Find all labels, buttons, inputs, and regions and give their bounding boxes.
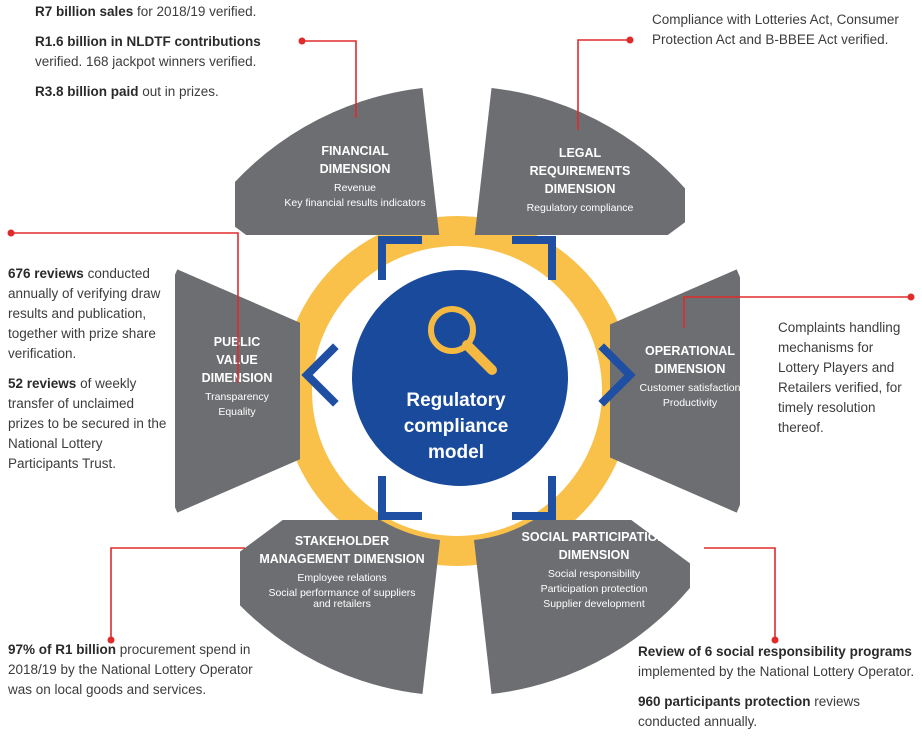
segment-social-title-1: DIMENSION bbox=[559, 548, 630, 562]
note-financial-paragraph: R7 billion sales for 2018/19 verified. bbox=[35, 2, 310, 22]
note-social-bold: Review of 6 social responsibility progra… bbox=[638, 644, 912, 659]
segment-legal-sub-0: Regulatory compliance bbox=[527, 202, 634, 214]
segment-social-title-0: SOCIAL PARTICIPATION bbox=[522, 530, 667, 544]
note-public-bold: 676 reviews bbox=[8, 266, 84, 281]
callout-public bbox=[11, 232, 239, 383]
note-financial-text: verified. 168 jackpot winners verified. bbox=[35, 54, 257, 69]
note-financial-bold: R3.8 billion paid bbox=[35, 84, 139, 99]
segment-operational-sub-0: Customer satisfaction bbox=[640, 382, 741, 394]
segment-public-title-1: VALUE bbox=[216, 353, 257, 367]
segment-legal-title-2: DIMENSION bbox=[545, 182, 616, 196]
bracket-group bbox=[301, 236, 636, 520]
note-financial-text: for 2018/19 verified. bbox=[133, 4, 257, 19]
segment-operational-title-1: DIMENSION bbox=[655, 362, 726, 376]
note-stakeholder-text: procurement spend in 2018/19 by the Nati… bbox=[8, 642, 253, 697]
callout-stakeholder bbox=[110, 547, 245, 640]
segment-financial-title-1: DIMENSION bbox=[320, 162, 391, 176]
bracket-top-left bbox=[378, 236, 422, 280]
chevron-left-icon bbox=[301, 343, 339, 407]
segment-operational-sub-1: Productivity bbox=[663, 397, 718, 409]
note-social-paragraph: Review of 6 social responsibility progra… bbox=[638, 642, 918, 682]
segment-financial-sub-0: Revenue bbox=[334, 182, 376, 194]
segment-social bbox=[473, 520, 690, 695]
segment-stakeholder-sub-2: and retailers bbox=[313, 598, 371, 610]
segment-public bbox=[175, 269, 300, 513]
center-label-line-2: compliance bbox=[404, 416, 509, 437]
callout-social bbox=[704, 547, 776, 640]
note-legal-paragraph: Compliance with Lotteries Act, Consumer … bbox=[652, 10, 912, 50]
note-social: Review of 6 social responsibility progra… bbox=[638, 642, 918, 742]
segment-social-sub-1: Participation protection bbox=[541, 583, 648, 595]
note-financial-paragraph: R1.6 billion in NLDTF contributions veri… bbox=[35, 32, 310, 72]
center-label-line-1: Regulatory bbox=[406, 390, 506, 411]
segment-financial-title-0: FINANCIAL bbox=[321, 144, 389, 158]
center-circle bbox=[352, 270, 568, 486]
note-social-bold: 960 participants protection bbox=[638, 694, 811, 709]
segment-stakeholder-title-0: STAKEHOLDER bbox=[295, 534, 389, 548]
chevron-right-icon bbox=[598, 343, 636, 407]
segment-legal-title-0: LEGAL bbox=[559, 146, 602, 160]
note-financial: R7 billion sales for 2018/19 verified. R1… bbox=[35, 2, 310, 112]
segment-operational bbox=[610, 269, 740, 513]
segment-public-sub-0: Transparency bbox=[205, 391, 270, 403]
note-social-text: reviews conducted annually. bbox=[638, 694, 861, 729]
callout-legal bbox=[577, 39, 630, 130]
bracket-top-right bbox=[512, 236, 556, 280]
magnifier-icon bbox=[428, 306, 497, 375]
note-social-paragraph: 960 participants protection reviews cond… bbox=[638, 692, 918, 732]
segment-public-sub-1: Equality bbox=[218, 406, 256, 418]
segment-legal-title-1: REQUIREMENTS bbox=[530, 164, 631, 178]
note-public-text: conducted annually of verifying draw res… bbox=[8, 266, 161, 361]
segment-financial bbox=[235, 87, 441, 235]
segment-stakeholder bbox=[240, 520, 441, 695]
note-public-text: of weekly transfer of unclaimed prizes t… bbox=[8, 376, 167, 471]
bracket-bottom-left bbox=[378, 476, 422, 520]
callout-financial bbox=[302, 40, 357, 118]
note-financial-paragraph: R3.8 billion paid out in prizes. bbox=[35, 82, 310, 102]
segment-legal bbox=[473, 87, 685, 235]
segment-social-sub-0: Social responsibility bbox=[548, 568, 641, 580]
note-financial-bold: R1.6 billion in NLDTF contributions bbox=[35, 34, 261, 49]
note-operational: Complaints handling mechanisms for Lotte… bbox=[778, 318, 918, 448]
note-financial-bold: R7 billion sales bbox=[35, 4, 134, 19]
note-stakeholder-paragraph: 97% of R1 billion procurement spend in 2… bbox=[8, 640, 278, 700]
segment-operational-title-0: OPERATIONAL bbox=[645, 344, 735, 358]
callout-lines bbox=[11, 39, 911, 640]
segment-stakeholder-title-1: MANAGEMENT DIMENSION bbox=[259, 552, 424, 566]
bracket-bottom-right bbox=[512, 476, 556, 520]
note-social-text: implemented by the National Lottery Oper… bbox=[638, 664, 915, 679]
note-legal-text: Compliance with Lotteries Act, Consumer … bbox=[652, 12, 899, 47]
note-public-bold: 52 reviews bbox=[8, 376, 77, 391]
note-stakeholder-bold: 97% of R1 billion bbox=[8, 642, 117, 657]
note-stakeholder: 97% of R1 billion procurement spend in 2… bbox=[8, 640, 278, 710]
callout-dots bbox=[7, 36, 915, 644]
segment-public-title-2: DIMENSION bbox=[202, 371, 273, 385]
note-operational-paragraph: Complaints handling mechanisms for Lotte… bbox=[778, 318, 918, 438]
note-public: 676 reviews conducted annually of verify… bbox=[8, 264, 168, 484]
segment-financial-sub-1: Key financial results indicators bbox=[284, 197, 425, 209]
note-public-paragraph: 52 reviews of weekly transfer of unclaim… bbox=[8, 374, 168, 474]
segment-stakeholder-sub-1: Social performance of suppliers bbox=[268, 587, 415, 599]
note-legal: Compliance with Lotteries Act, Consumer … bbox=[652, 10, 912, 60]
note-financial-text: out in prizes. bbox=[138, 84, 219, 99]
segment-social-sub-2: Supplier development bbox=[543, 598, 645, 610]
note-operational-text: Complaints handling mechanisms for Lotte… bbox=[778, 320, 902, 435]
note-public-paragraph: 676 reviews conducted annually of verify… bbox=[8, 264, 168, 364]
segment-public-title-0: PUBLIC bbox=[214, 335, 261, 349]
callout-operational bbox=[683, 296, 911, 328]
segment-stakeholder-sub-0: Employee relations bbox=[297, 572, 386, 584]
center-label-line-3: model bbox=[428, 442, 484, 463]
